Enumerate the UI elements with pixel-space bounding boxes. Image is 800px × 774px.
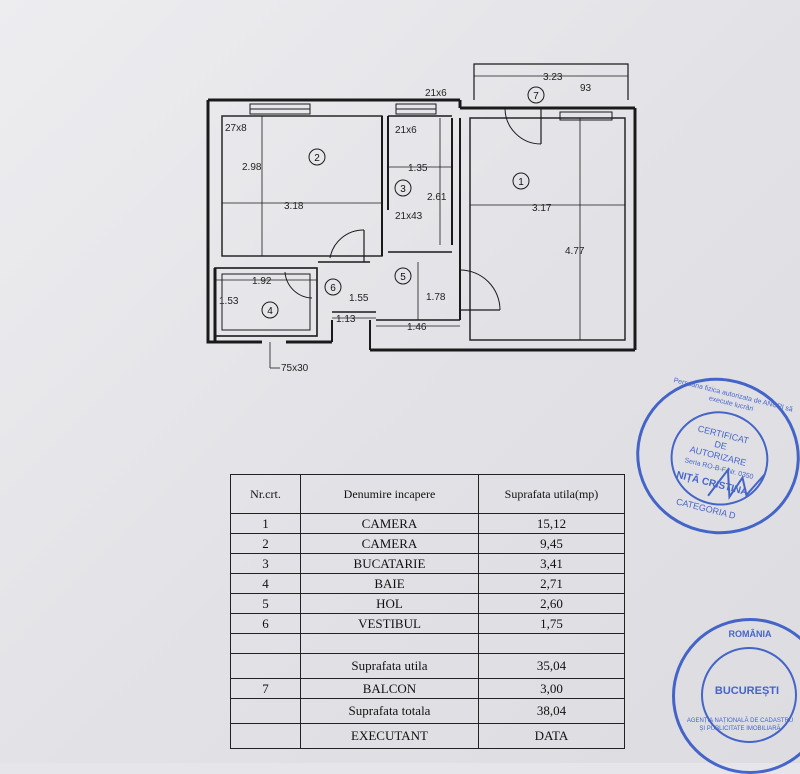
room-label-4: 4: [267, 306, 273, 317]
dim-21x6-top: 21x6: [425, 88, 447, 99]
room-label-6: 6: [330, 283, 336, 294]
dim-1-55: 1.55: [349, 293, 369, 304]
area-table: Nr.crt. Denumire incapere Suprafata util…: [230, 474, 626, 749]
room-label-2: 2: [314, 153, 320, 164]
dim-1-13: 1.13: [336, 314, 356, 325]
dim-4-77: 4.77: [565, 246, 585, 257]
room-label-1: 1: [518, 177, 524, 188]
table-row-utila: Suprafata utila 35,04: [230, 653, 626, 679]
table-row: 6 VESTIBUL 1,75: [230, 613, 626, 634]
stamp2-city: BUCUREȘTI: [714, 685, 780, 697]
table-row: 1 CAMERA 15,12: [230, 513, 626, 534]
header-area: Suprafata utila(mp): [477, 474, 626, 514]
floor-plan: 2 1 3 4 5 6 7 3.23 93 21x6 27x8 21x6 2.9…: [206, 63, 637, 374]
header-name: Denumire incapere: [300, 474, 479, 514]
dim-3-23: 3.23: [543, 72, 563, 83]
certificate-stamp: Persoana fizica autorizata de ANCPI să e…: [619, 360, 800, 552]
dim-93: 93: [580, 83, 592, 94]
dim-1-78: 1.78: [426, 292, 446, 303]
table-row-executant: EXECUTANT DATA: [230, 723, 626, 749]
room-label-3: 3: [400, 184, 406, 195]
table-row-empty: [230, 633, 626, 654]
table-row: 4 BAIE 2,71: [230, 573, 626, 594]
balcony-outline: [473, 63, 629, 100]
dim-3-18: 3.18: [284, 201, 304, 212]
room-label-7: 7: [533, 91, 539, 102]
stamp2-country: ROMÂNIA: [728, 629, 772, 639]
table-row: 3 BUCATARIE 3,41: [230, 553, 626, 574]
dim-3-17: 3.17: [532, 203, 552, 214]
dim-2-98: 2.98: [242, 162, 262, 173]
dim-1-35: 1.35: [408, 163, 428, 174]
signature-mark: [707, 467, 766, 501]
room-label-5: 5: [400, 272, 406, 283]
table-row-totala: Suprafata totala 38,04: [230, 698, 626, 724]
table-row-balcon: 7 BALCON 3,00: [230, 678, 626, 699]
dim-75x30: 75x30: [281, 363, 309, 374]
header-nr: Nr.crt.: [230, 474, 301, 514]
dim-1-92: 1.92: [252, 276, 272, 287]
dim-21x6-kitchen: 21x6: [395, 125, 417, 136]
dim-1-53: 1.53: [219, 296, 239, 307]
outer-wall: [206, 100, 217, 344]
stamp2-agency: AGENȚIA NAȚIONALĂ DE CADASTRU ȘI PUBLICI…: [686, 718, 794, 732]
dim-27x8: 27x8: [225, 123, 247, 134]
dim-2-61: 2.61: [427, 192, 447, 203]
dim-21x43: 21x43: [395, 211, 423, 222]
dim-1-46: 1.46: [407, 322, 427, 333]
table-row: 5 HOL 2,60: [230, 593, 626, 614]
table-row: 2 CAMERA 9,45: [230, 533, 626, 554]
